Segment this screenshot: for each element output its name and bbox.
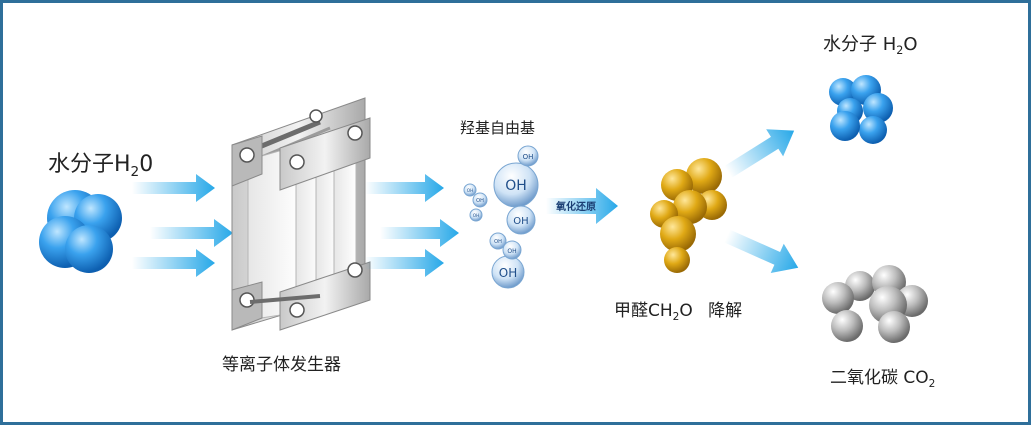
- oh-label: OH: [476, 198, 484, 204]
- water-molecule-input: [39, 190, 122, 273]
- radical-label: 羟基自由基: [460, 119, 536, 137]
- oxidation-label: 氧化还原: [555, 200, 596, 213]
- generator-output-arrows: [365, 174, 459, 277]
- oxidation-arrow: 氧化还原: [546, 188, 618, 224]
- oh-label: OH: [499, 266, 517, 280]
- water-molecule-output: [829, 75, 893, 144]
- output-arrows: [724, 129, 799, 273]
- oh-label: OH: [467, 188, 473, 193]
- oh-label: OH: [507, 248, 516, 255]
- water-output-label: 水分子 H2O: [823, 34, 918, 57]
- oh-label: OH: [523, 153, 534, 161]
- formaldehyde-label: 甲醛CH2O 降解: [614, 301, 743, 323]
- generator-label: 等离子体发生器: [222, 355, 341, 375]
- water-input-label: 水分子H20: [48, 152, 154, 180]
- hydroxyl-radical-cluster: OH OH OH OH OH OH OH OH OH: [463, 145, 539, 289]
- oh-label: OH: [505, 178, 527, 194]
- co2-label: 二氧化碳 CO2: [830, 368, 936, 390]
- oh-label: OH: [513, 216, 528, 227]
- formaldehyde-molecule: [650, 158, 727, 273]
- oh-label: OH: [494, 239, 502, 245]
- input-arrows: [132, 174, 233, 277]
- oh-label: OH: [473, 213, 479, 218]
- plasma-generator: [231, 97, 371, 331]
- co2-molecule: [822, 265, 928, 343]
